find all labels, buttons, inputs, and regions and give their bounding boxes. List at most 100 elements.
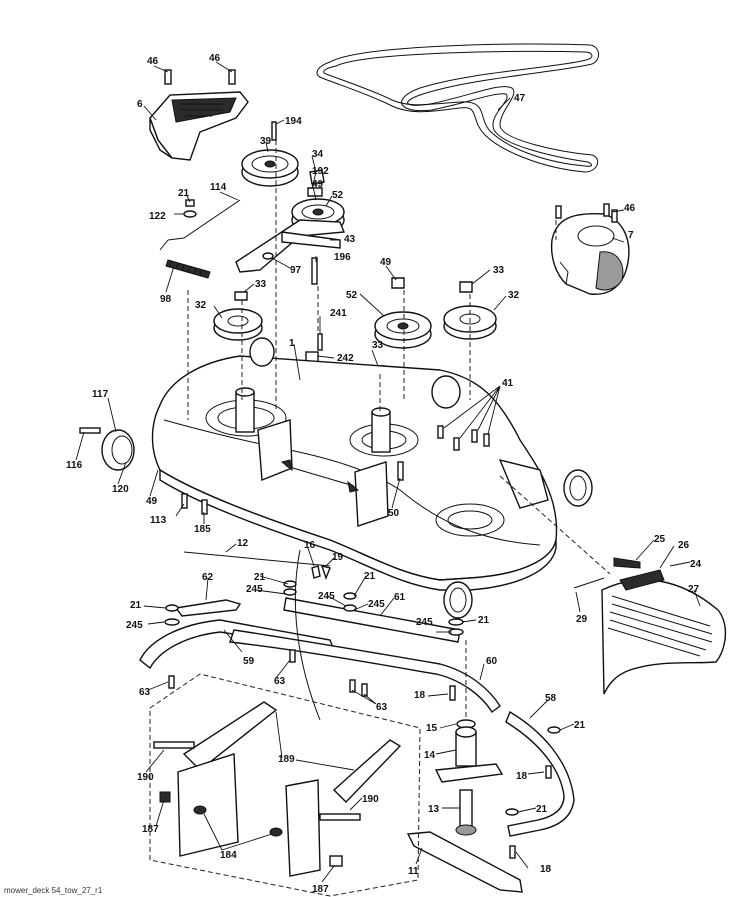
callout-12: 12 bbox=[237, 538, 249, 549]
blade-11 bbox=[406, 831, 523, 893]
callout-33: 33 bbox=[372, 340, 384, 351]
callout-21: 21 bbox=[364, 571, 376, 582]
idler-rod-114 bbox=[159, 199, 241, 251]
callout-47: 47 bbox=[514, 93, 526, 104]
lift-link-12 bbox=[183, 551, 331, 567]
callout-11: 11 bbox=[408, 866, 419, 877]
leader-lines bbox=[75, 61, 701, 883]
mount-kit-parts bbox=[153, 701, 402, 877]
callout-187: 187 bbox=[312, 884, 329, 895]
callout-46: 46 bbox=[209, 53, 221, 64]
callout-117: 117 bbox=[92, 389, 109, 400]
callout-33: 33 bbox=[493, 265, 505, 276]
callout-39: 39 bbox=[260, 136, 272, 147]
callout-21: 21 bbox=[478, 615, 490, 626]
callout-50: 50 bbox=[388, 508, 400, 519]
callout-116: 116 bbox=[66, 460, 83, 471]
callout-189: 189 bbox=[278, 754, 295, 765]
callout-49: 49 bbox=[312, 179, 324, 190]
callout-32: 32 bbox=[508, 290, 520, 301]
gauge-wheel-117 bbox=[79, 427, 135, 471]
callout-21: 21 bbox=[254, 572, 266, 583]
callout-labels: 46 46 6 194 39 34 192 49 52 47 21 114 12… bbox=[66, 53, 702, 895]
callout-187: 187 bbox=[142, 824, 159, 835]
gauge-wheel-right-front bbox=[563, 469, 593, 507]
callout-29: 29 bbox=[576, 614, 588, 625]
mount-kit-outline bbox=[149, 673, 421, 897]
callout-245: 245 bbox=[368, 599, 385, 610]
spindle-assembly bbox=[434, 719, 504, 836]
arm-60 bbox=[229, 629, 501, 714]
callout-194: 194 bbox=[285, 116, 302, 127]
callout-242: 242 bbox=[337, 353, 354, 364]
callout-18: 18 bbox=[540, 864, 552, 875]
callout-196: 196 bbox=[334, 252, 351, 263]
callout-190: 190 bbox=[362, 794, 379, 805]
callout-46: 46 bbox=[147, 56, 159, 67]
callout-7: 7 bbox=[628, 230, 634, 241]
callout-15: 15 bbox=[426, 723, 438, 734]
alignment-lines bbox=[187, 140, 611, 721]
left-belt-cover bbox=[149, 91, 249, 161]
callout-49: 49 bbox=[380, 257, 392, 268]
callout-49: 49 bbox=[146, 496, 158, 507]
callout-63: 63 bbox=[274, 676, 286, 687]
callout-18: 18 bbox=[414, 690, 426, 701]
callout-21: 21 bbox=[178, 188, 190, 199]
callout-62: 62 bbox=[202, 572, 214, 583]
callout-245: 245 bbox=[416, 617, 433, 628]
callout-245: 245 bbox=[318, 591, 335, 602]
arm-62 bbox=[174, 599, 242, 617]
bracket-61 bbox=[283, 597, 461, 643]
callout-58: 58 bbox=[545, 693, 557, 704]
callout-21: 21 bbox=[574, 720, 586, 731]
idler-arm-43 bbox=[235, 219, 345, 273]
callout-43: 43 bbox=[344, 234, 356, 245]
callout-245: 245 bbox=[246, 584, 263, 595]
callout-190: 190 bbox=[137, 772, 154, 783]
callout-19: 19 bbox=[332, 552, 344, 563]
callout-41: 41 bbox=[502, 378, 514, 389]
callout-27: 27 bbox=[688, 584, 700, 595]
callout-120: 120 bbox=[112, 484, 129, 495]
gauge-wheel-front bbox=[443, 581, 473, 619]
callout-25: 25 bbox=[654, 534, 666, 545]
callout-16: 16 bbox=[304, 540, 316, 551]
spindle-pulley-32-left bbox=[213, 308, 263, 341]
callout-63: 63 bbox=[376, 702, 388, 713]
gauge-wheel-right-rear bbox=[431, 375, 461, 409]
callout-241: 241 bbox=[330, 308, 347, 319]
callout-32: 32 bbox=[195, 300, 207, 311]
callout-114: 114 bbox=[210, 182, 227, 193]
callout-122: 122 bbox=[149, 211, 166, 222]
right-belt-cover bbox=[550, 213, 630, 295]
spring-98 bbox=[165, 259, 211, 279]
callout-60: 60 bbox=[486, 656, 498, 667]
callout-24: 24 bbox=[690, 559, 702, 570]
callout-97: 97 bbox=[290, 265, 302, 276]
arm-58 bbox=[505, 710, 575, 837]
callout-245: 245 bbox=[126, 620, 143, 631]
callout-18: 18 bbox=[516, 771, 528, 782]
callout-1: 1 bbox=[289, 338, 295, 349]
callout-6: 6 bbox=[137, 99, 143, 110]
callout-113: 113 bbox=[150, 515, 167, 526]
callout-13: 13 bbox=[428, 804, 440, 815]
callout-184: 184 bbox=[220, 850, 237, 861]
callout-192: 192 bbox=[312, 166, 329, 177]
discharge-chute bbox=[573, 557, 726, 695]
callout-26: 26 bbox=[678, 540, 690, 551]
callout-185: 185 bbox=[194, 524, 211, 535]
hardware-bottom bbox=[164, 425, 561, 859]
mower-deck-housing bbox=[151, 355, 558, 591]
drive-belt bbox=[316, 43, 599, 173]
callout-34: 34 bbox=[312, 149, 324, 160]
callout-98: 98 bbox=[160, 294, 172, 305]
callout-14: 14 bbox=[424, 750, 436, 761]
callout-61: 61 bbox=[394, 592, 406, 603]
callout-52: 52 bbox=[332, 190, 344, 201]
callout-59: 59 bbox=[243, 656, 255, 667]
gauge-wheel-left-rear bbox=[249, 337, 275, 367]
